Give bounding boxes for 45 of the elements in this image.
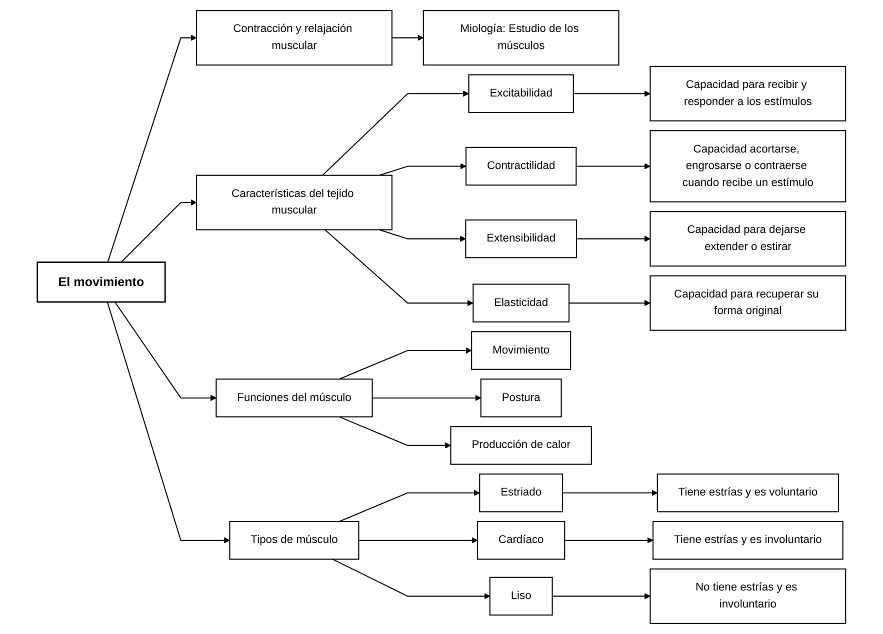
node-box: Liso — [489, 576, 553, 616]
node-box: Extensibilidad — [465, 219, 577, 258]
node-box: Cardíaco — [476, 520, 566, 560]
node-box: Postura — [480, 378, 562, 418]
arrow — [562, 490, 658, 496]
arrow — [576, 236, 650, 242]
arrow — [379, 229, 466, 242]
node-box: Capacidad para dejarse extender o estirar — [650, 211, 846, 267]
arrow — [332, 558, 490, 600]
node-box: No tiene estrías y es involuntario — [650, 568, 846, 624]
arrow — [392, 34, 424, 41]
node-box: El movimiento — [36, 262, 166, 303]
arrow — [552, 593, 650, 600]
arrow — [339, 347, 472, 380]
node-box: Excitabilidad — [468, 74, 574, 114]
node-box: Contractilidad — [465, 146, 577, 186]
arrow — [324, 229, 474, 306]
arrow — [379, 163, 466, 176]
node-box: Capacidad para recibir y responder a los estímulos — [650, 66, 846, 122]
node-box: Tipos de músculo — [229, 520, 360, 560]
arrow — [339, 490, 480, 522]
arrow — [372, 394, 482, 402]
node-box: Características del tejido muscular — [196, 174, 392, 230]
arrow — [358, 537, 478, 544]
node-box: Estriado — [479, 474, 564, 512]
node-box: Elasticidad — [472, 284, 570, 322]
node-box: Capacidad para recuperar su forma original — [650, 275, 846, 331]
arrow — [569, 300, 650, 306]
node-box: Tiene estrías y es voluntario — [656, 474, 840, 512]
arrow — [573, 90, 650, 97]
arrow — [106, 302, 230, 544]
node-box: Tiene estrías y es involuntario — [652, 520, 844, 560]
arrow — [576, 163, 650, 170]
node-box: Movimiento — [471, 331, 572, 370]
node-box: Funciones del músculo — [216, 378, 373, 418]
arrow — [114, 302, 216, 402]
arrow — [564, 537, 654, 544]
node-box: Producción de calor — [450, 426, 592, 465]
arrow — [120, 199, 197, 263]
arrow — [322, 90, 470, 176]
node-box: Miología: Estudio de los músculos — [422, 10, 620, 66]
node-box: Contracción y relajación muscular — [196, 10, 392, 66]
node-box: Capacidad acortarse, engrosarse o contraerse cuando recibe un estímulo — [650, 130, 846, 202]
arrow — [339, 416, 452, 448]
arrow — [107, 34, 197, 262]
